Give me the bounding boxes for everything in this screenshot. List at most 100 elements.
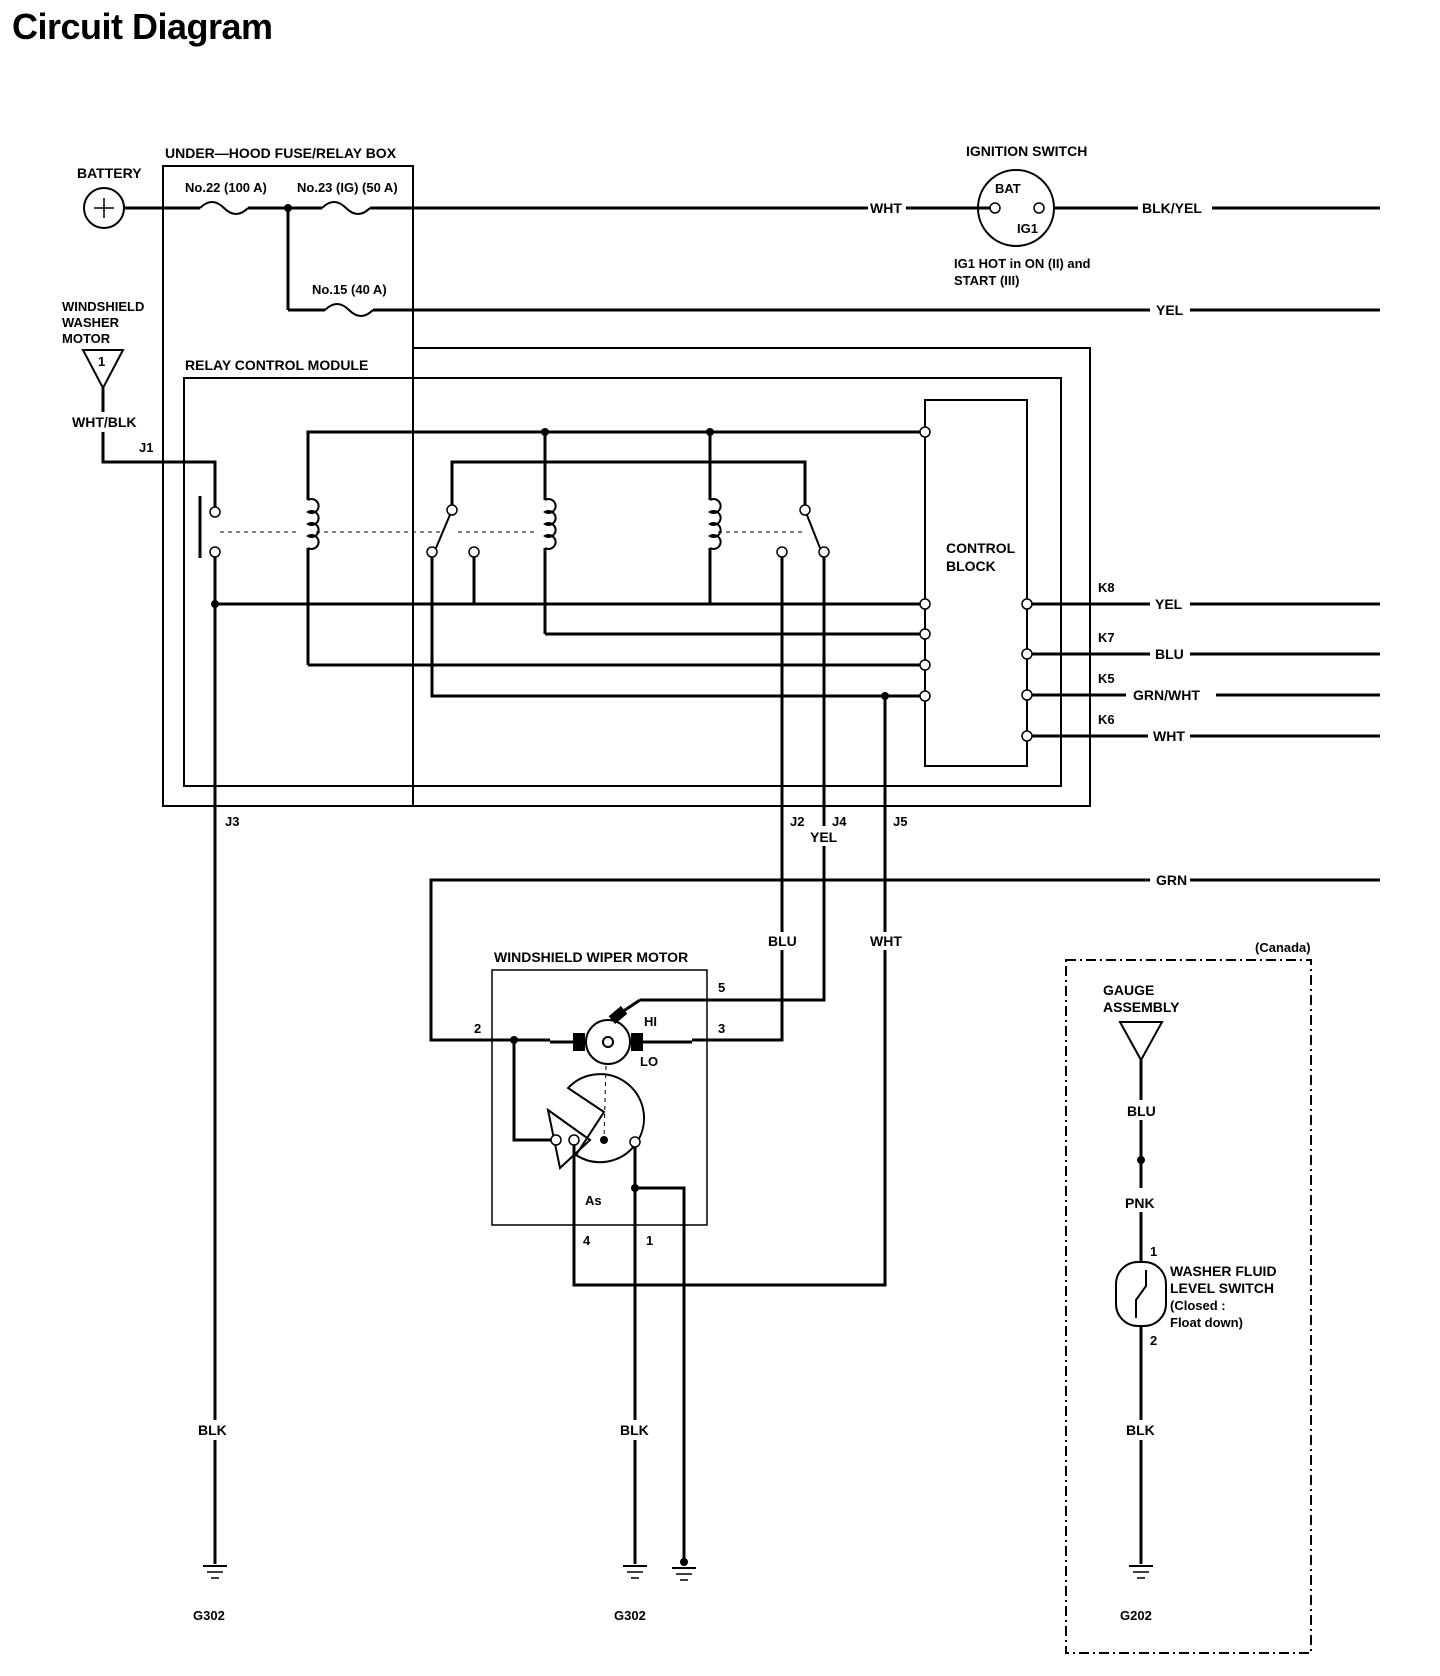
- wire-motor-hi: [621, 998, 641, 1014]
- blu-k7-label: BLU: [1155, 646, 1184, 662]
- switch-pin-2-label: 2: [1150, 1333, 1157, 1348]
- contact-pin: [209, 546, 221, 558]
- washer-switch-label-1: WASHER FLUID: [1170, 1263, 1277, 1279]
- relay-module-label: RELAY CONTROL MODULE: [185, 357, 368, 373]
- washer-motor-label-3: MOTOR: [62, 331, 111, 346]
- ground-icon: [203, 1565, 227, 1579]
- wire-j5-wht-b: [572, 950, 887, 1287]
- contact-pin: [629, 1136, 641, 1148]
- contact-pin: [426, 546, 438, 558]
- switch-pin-1-label: 1: [1150, 1244, 1157, 1259]
- ground-icon: [672, 1558, 696, 1581]
- lo-label: LO: [640, 1054, 658, 1069]
- ground-g302-a-label: G302: [193, 1608, 225, 1623]
- ignition-ig1-pin: [1033, 202, 1045, 214]
- control-block-pin: [1021, 730, 1033, 742]
- control-block-pin: [1021, 689, 1033, 701]
- gauge-assembly-icon: [1118, 1021, 1164, 1063]
- blk-g302-a-label: BLK: [198, 1422, 227, 1438]
- ground-icon: [623, 1565, 647, 1579]
- control-block-pin: [1021, 598, 1033, 610]
- wire-grn: [429, 878, 1150, 1042]
- contact-pin: [550, 1134, 562, 1146]
- fuse15-icon: [324, 303, 374, 317]
- washer-switch-label-2: LEVEL SWITCH: [1170, 1280, 1274, 1296]
- fuse-relay-box-outline-right: [163, 166, 1091, 807]
- junction-dot: [600, 1136, 608, 1144]
- relay-control-module-outline: [183, 377, 1062, 787]
- wht-blk-wire-label: WHT/BLK: [72, 414, 137, 430]
- yel-j4-label: YEL: [810, 829, 838, 845]
- washer-switch-contact: [1135, 1270, 1147, 1318]
- yel-wire-label: YEL: [1156, 302, 1184, 318]
- connector-k8: K8: [1098, 580, 1115, 595]
- washer-pin-label: 1: [98, 354, 105, 369]
- blk-yel-wire-label: BLK/YEL: [1142, 200, 1202, 216]
- ig1-note-line1: IG1 HOT in ON (II) and: [954, 256, 1091, 271]
- contact-pin: [568, 1134, 580, 1146]
- page-title: Circuit Diagram: [12, 6, 273, 47]
- ground-g302-b-label: G302: [614, 1608, 646, 1623]
- yel-k8-label: YEL: [1155, 596, 1183, 612]
- ground-icon: [1129, 1565, 1153, 1579]
- washer-motor-label-2: WASHER: [62, 315, 120, 330]
- fuse15-label: No.15 (40 A): [312, 282, 387, 297]
- motor-brush-lo: [573, 1033, 585, 1051]
- wht-motor-wire-label: WHT: [870, 933, 902, 949]
- ig1-label: IG1: [1017, 221, 1038, 236]
- relay-switch-arm-1: [435, 509, 453, 549]
- pin-5-label: 5: [718, 980, 725, 995]
- control-block-label-1: CONTROL: [946, 540, 1016, 556]
- control-block-pin: [919, 598, 931, 610]
- washer-motor-icon: [81, 349, 125, 391]
- wire-wht-blk-b: [101, 432, 217, 508]
- connector-j4: J4: [832, 814, 847, 829]
- wire-as-common: [512, 1040, 556, 1142]
- relay-coil-1: [306, 498, 320, 550]
- contact-pin: [468, 546, 480, 558]
- contact-pin: [799, 504, 811, 516]
- gauge-assembly-label-2: ASSEMBLY: [1103, 999, 1180, 1015]
- as-label: As: [585, 1193, 602, 1208]
- battery-label: BATTERY: [77, 165, 142, 181]
- wire-j2-blu-b: [692, 950, 784, 1042]
- contact-pin: [776, 546, 788, 558]
- junction-dot: [284, 204, 292, 212]
- connector-j5: J5: [893, 814, 907, 829]
- hi-label: HI: [644, 1014, 657, 1029]
- contact-pin: [209, 506, 221, 518]
- contact-pin: [446, 504, 458, 516]
- wiper-motor-icon: [585, 1019, 631, 1065]
- auto-stop-cam: [566, 1073, 645, 1164]
- gauge-assembly-label-1: GAUGE: [1103, 982, 1154, 998]
- control-block-pin: [919, 690, 931, 702]
- junction-dot: [1137, 1156, 1145, 1164]
- connector-k6: K6: [1098, 712, 1115, 727]
- control-block-label-2: BLOCK: [946, 558, 996, 574]
- blu-motor-wire-label: BLU: [768, 933, 797, 949]
- fuse22-label: No.22 (100 A): [185, 180, 267, 195]
- motor-auto-stop-link: [603, 1065, 607, 1139]
- connector-j1: J1: [139, 440, 153, 455]
- pnk-wire-label: PNK: [1125, 1195, 1155, 1211]
- fuse23-icon: [321, 201, 371, 215]
- pin-4-label: 4: [583, 1233, 591, 1248]
- wire-sw1-no: [430, 557, 920, 698]
- contact-pin: [818, 546, 830, 558]
- blk-g202-label: BLK: [1126, 1422, 1155, 1438]
- control-block-pin: [919, 659, 931, 671]
- connector-k5: K5: [1098, 671, 1115, 686]
- wire-upper-bus: [306, 430, 920, 500]
- control-block-pin: [1021, 648, 1033, 660]
- ignition-bat-pin: [989, 202, 1001, 214]
- washer-switch-label-4: Float down): [1170, 1315, 1243, 1330]
- ground-g202-label: G202: [1120, 1608, 1152, 1623]
- junction-dot: [631, 1184, 639, 1192]
- wire-second-bus: [450, 460, 807, 510]
- relay-switch-arm-2: [804, 509, 821, 549]
- ig1-note-line2: START (III): [954, 273, 1019, 288]
- connector-j3: J3: [225, 814, 239, 829]
- control-block-outline: [924, 399, 1028, 767]
- fuse-box-label: UNDER—HOOD FUSE/RELAY BOX: [165, 145, 397, 161]
